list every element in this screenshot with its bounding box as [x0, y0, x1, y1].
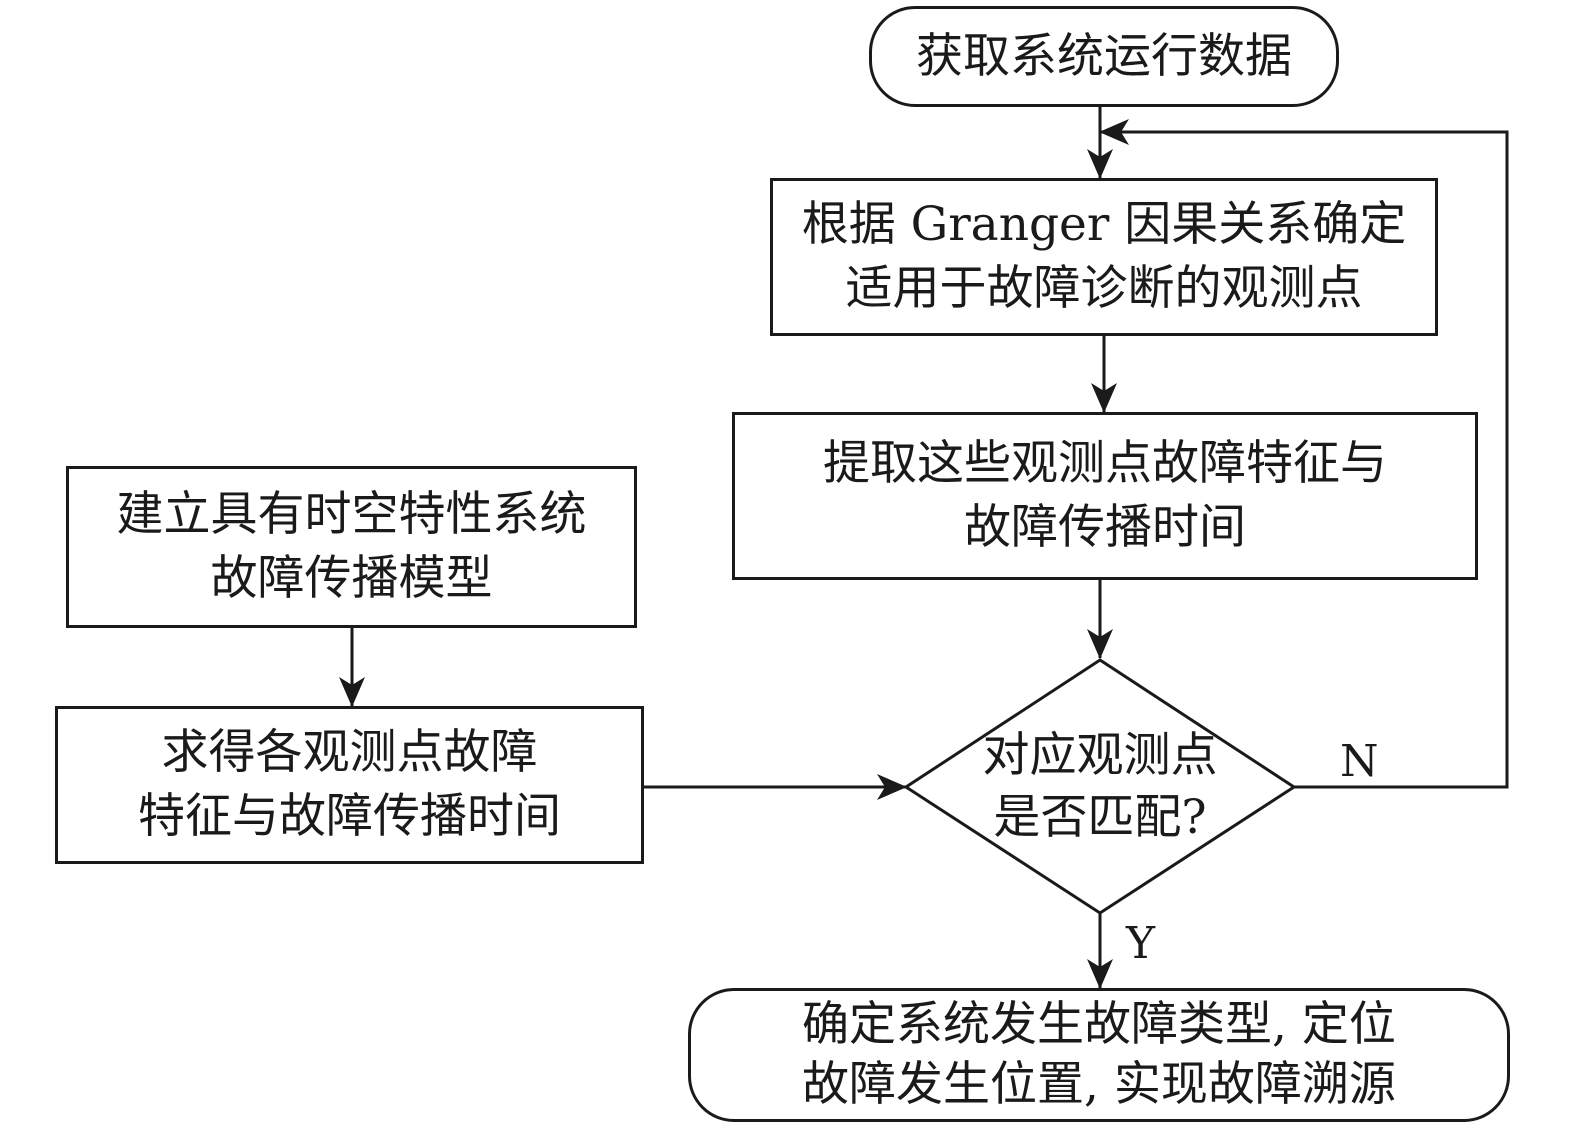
decision-line-1: 对应观测点 [982, 728, 1218, 783]
end-node-line-1: 确定系统发生故障类型, 定位 [802, 997, 1396, 1052]
extract-features-line-1: 提取这些观测点故障特征与 [823, 436, 1387, 491]
select-points-line-2: 适用于故障诊断的观测点 [845, 261, 1363, 316]
build-model-line-2: 故障传播模型 [210, 551, 493, 606]
compute-features-line-1: 求得各观测点故障 [161, 725, 538, 780]
select-points-line-1: 根据 Granger 因果关系确定 [801, 197, 1407, 252]
extract-features-line-2: 故障传播时间 [964, 500, 1246, 555]
start-node-text: 获取系统运行数据 [916, 28, 1292, 84]
arrow-no-loop-back [1099, 119, 1509, 789]
decision-text: 对应观测点 是否匹配? [950, 725, 1250, 849]
decision-diamond [903, 658, 1297, 915]
decision-line-2: 是否匹配? [993, 790, 1207, 845]
no-branch-label: N [1340, 736, 1379, 787]
yes-branch-label: Y [1126, 918, 1156, 969]
end-node: 确定系统发生故障类型, 定位 故障发生位置, 实现故障溯源 [688, 988, 1510, 1122]
build-model-line-1: 建立具有时空特性系统 [116, 487, 587, 542]
select-observation-points-box: 根据 Granger 因果关系确定 适用于故障诊断的观测点 [770, 178, 1438, 336]
start-node: 获取系统运行数据 [869, 6, 1339, 107]
compute-features-box: 求得各观测点故障 特征与故障传播时间 [55, 706, 644, 864]
compute-features-line-2: 特征与故障传播时间 [138, 789, 561, 844]
end-node-line-2: 故障发生位置, 实现故障溯源 [802, 1057, 1396, 1112]
build-model-box: 建立具有时空特性系统 故障传播模型 [66, 466, 637, 628]
extract-features-box: 提取这些观测点故障特征与 故障传播时间 [732, 412, 1478, 580]
